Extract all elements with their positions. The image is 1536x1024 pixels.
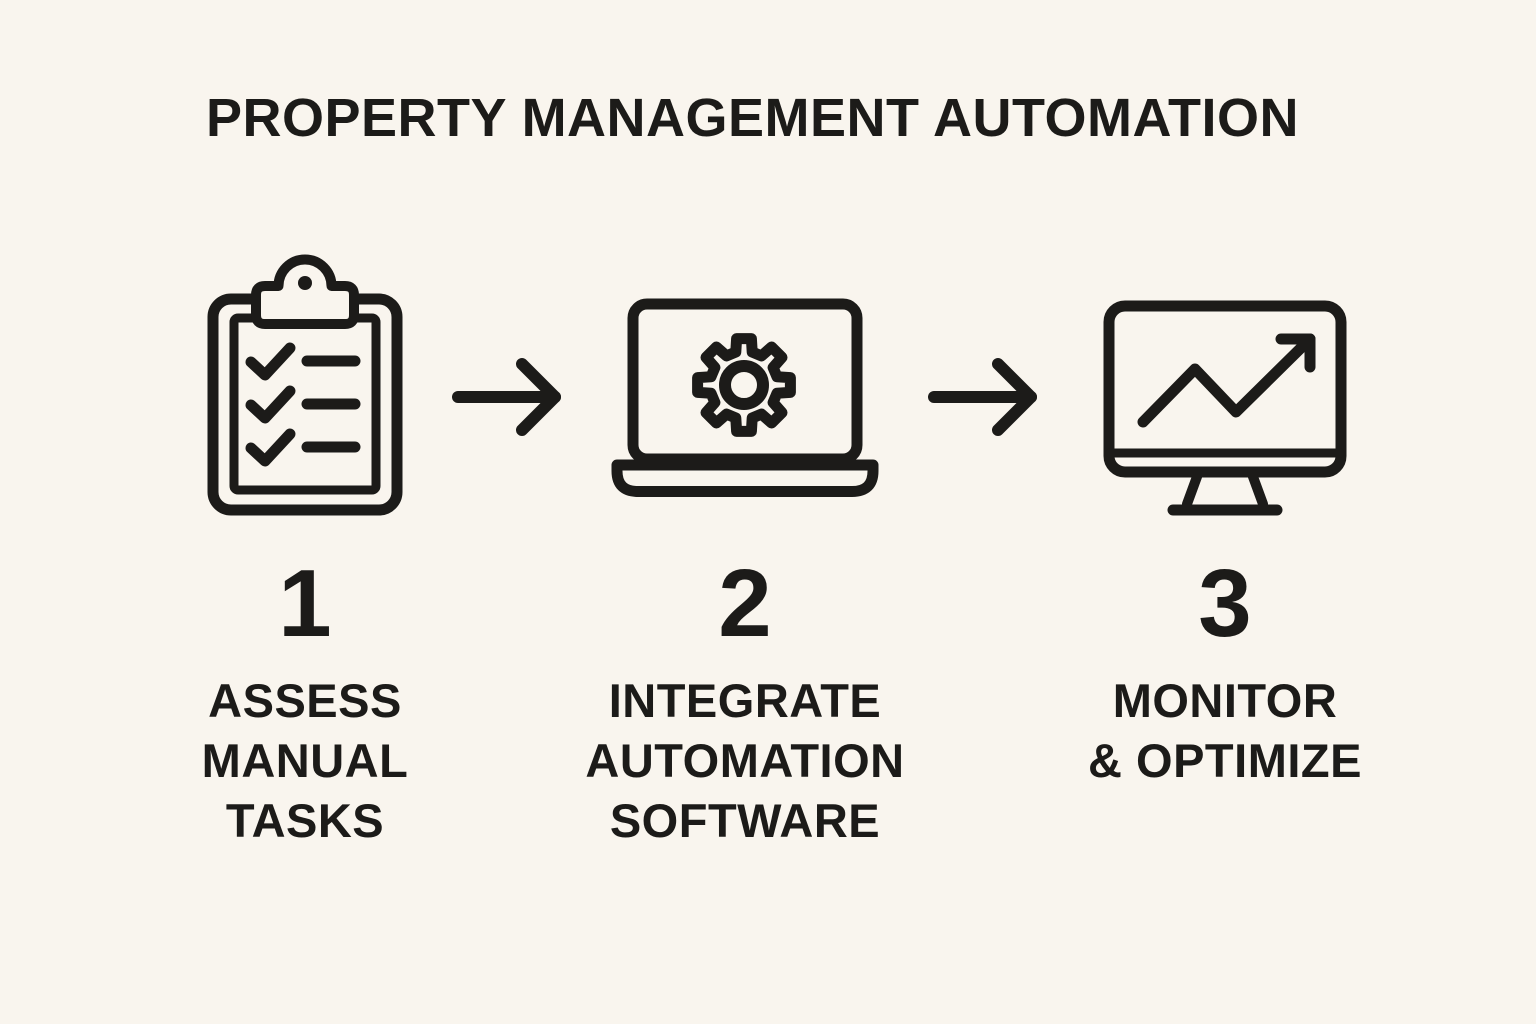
step-label-line: & OPTIMIZE <box>1088 734 1362 787</box>
step-label-line: ASSESS <box>208 674 402 727</box>
laptop-gear-icon <box>611 298 879 497</box>
page-title: PROPERTY MANAGEMENT AUTOMATION <box>205 88 1300 148</box>
trend-line-icon <box>1137 333 1316 428</box>
clipboard-checklist-icon <box>207 254 403 516</box>
step-1-label: ASSESS MANUAL TASKS <box>105 671 505 851</box>
step-label-line: AUTOMATION <box>585 734 905 787</box>
right-arrow-icon <box>928 358 1037 436</box>
step-1-number: 1 <box>278 550 332 657</box>
step-label-line: MONITOR <box>1112 674 1338 727</box>
step-label-line: MANUAL <box>201 734 409 787</box>
monitor-trend-chart-icon <box>1103 300 1347 516</box>
step-label-line: TASKS <box>225 794 385 847</box>
step-2-label: INTEGRATE AUTOMATION SOFTWARE <box>545 671 945 851</box>
step-3-label: MONITOR & OPTIMIZE <box>1025 671 1425 791</box>
step-label-line: INTEGRATE <box>608 674 882 727</box>
step-3-number: 3 <box>1198 550 1252 657</box>
right-arrow-icon <box>452 358 561 436</box>
step-label-line: SOFTWARE <box>609 794 881 847</box>
step-2-number: 2 <box>718 550 772 657</box>
trend-arrowhead-icon <box>1275 333 1316 373</box>
gear-icon <box>692 333 796 437</box>
